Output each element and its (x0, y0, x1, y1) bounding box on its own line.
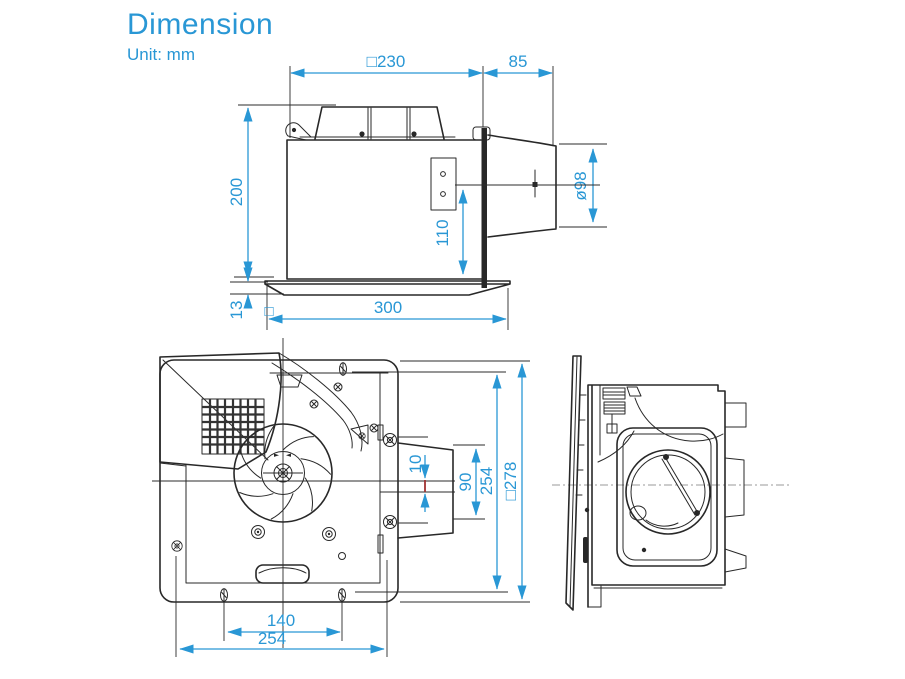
louver-panel (264, 280, 511, 296)
flange-tab (472, 126, 491, 141)
duct-outlet (487, 134, 557, 238)
scroll-housing (271, 352, 369, 452)
terminal-block (602, 387, 626, 434)
dim-mount-pitch-vertical: 254 (477, 467, 496, 495)
side-view (552, 355, 790, 611)
unit-label: Unit: mm (127, 45, 195, 64)
fan-body-profile (587, 384, 726, 608)
dim-mount-pitch-horizontal: 140 (267, 611, 295, 630)
dim-body-height: 200 (227, 178, 246, 206)
duct-opening-plate (616, 427, 718, 567)
page-title: Dimension (127, 8, 274, 41)
grille-flap (159, 352, 282, 470)
dim-overall-square: □278 (501, 462, 520, 501)
dim-duct-length: 85 (509, 52, 528, 71)
mounting-flange (481, 128, 487, 288)
dim-center-offset: 10 (406, 455, 425, 474)
latch-handle (255, 564, 310, 584)
duct-profile (724, 402, 747, 573)
dim-duct-diameter: ø98 (571, 171, 590, 200)
panel-square-symbol: □ (264, 303, 273, 320)
grille-mesh (201, 398, 265, 455)
hanger-hook (285, 122, 312, 141)
fan-body-outline (286, 139, 483, 280)
fan-body-outline (159, 359, 399, 603)
dim-top-width: □230 (367, 52, 406, 71)
centerlines (152, 338, 455, 648)
dim-duct-opening: 90 (456, 473, 475, 492)
header: Dimension Unit: mm (127, 8, 273, 65)
dim-panel-width: 300 (374, 298, 402, 317)
dim-body-width: 254 (258, 629, 286, 648)
louver-panel-profile (565, 355, 582, 611)
dim-panel-thickness: 13 (227, 301, 246, 320)
fan-impeller (233, 423, 333, 523)
mounting-bracket (314, 106, 445, 140)
panel-clip (583, 537, 588, 563)
top-view: □230 85 200 13 300 □ ø98 110 (227, 52, 607, 330)
junction-box (430, 157, 457, 211)
dim-duct-center-height: 110 (433, 219, 452, 246)
front-view: 10 90 254 □278 140 254 (152, 338, 530, 657)
